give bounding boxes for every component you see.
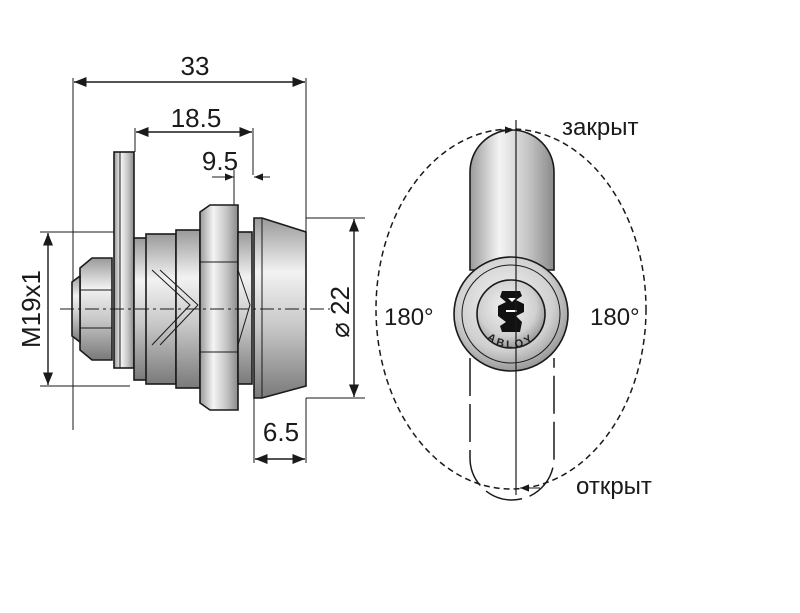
cam-blade — [113, 151, 135, 369]
front-view: ABLOY закрыт открыт 180° 180° — [375, 114, 652, 501]
rotation-right-label: 180° — [590, 304, 640, 331]
dim-body-length: 18.5 — [171, 103, 222, 133]
rotation-left-label: 180° — [384, 304, 434, 331]
washer — [237, 231, 253, 385]
open-label: открыт — [576, 473, 652, 500]
closed-label: закрыт — [562, 114, 638, 141]
dim-overall-length: 33 — [181, 51, 210, 81]
dim-cam-offset: 9.5 — [202, 146, 238, 176]
cam-closed — [469, 129, 555, 271]
side-view: 33 18.5 9.5 M19x1 ⌀ 22 6.5 — [16, 51, 365, 465]
hex-nut — [199, 204, 239, 411]
cam-open-outline — [469, 358, 555, 501]
dim-head-length: 6.5 — [263, 417, 299, 447]
dim-thread: M19x1 — [16, 270, 46, 348]
dim-head-diameter: ⌀ 22 — [325, 286, 355, 338]
